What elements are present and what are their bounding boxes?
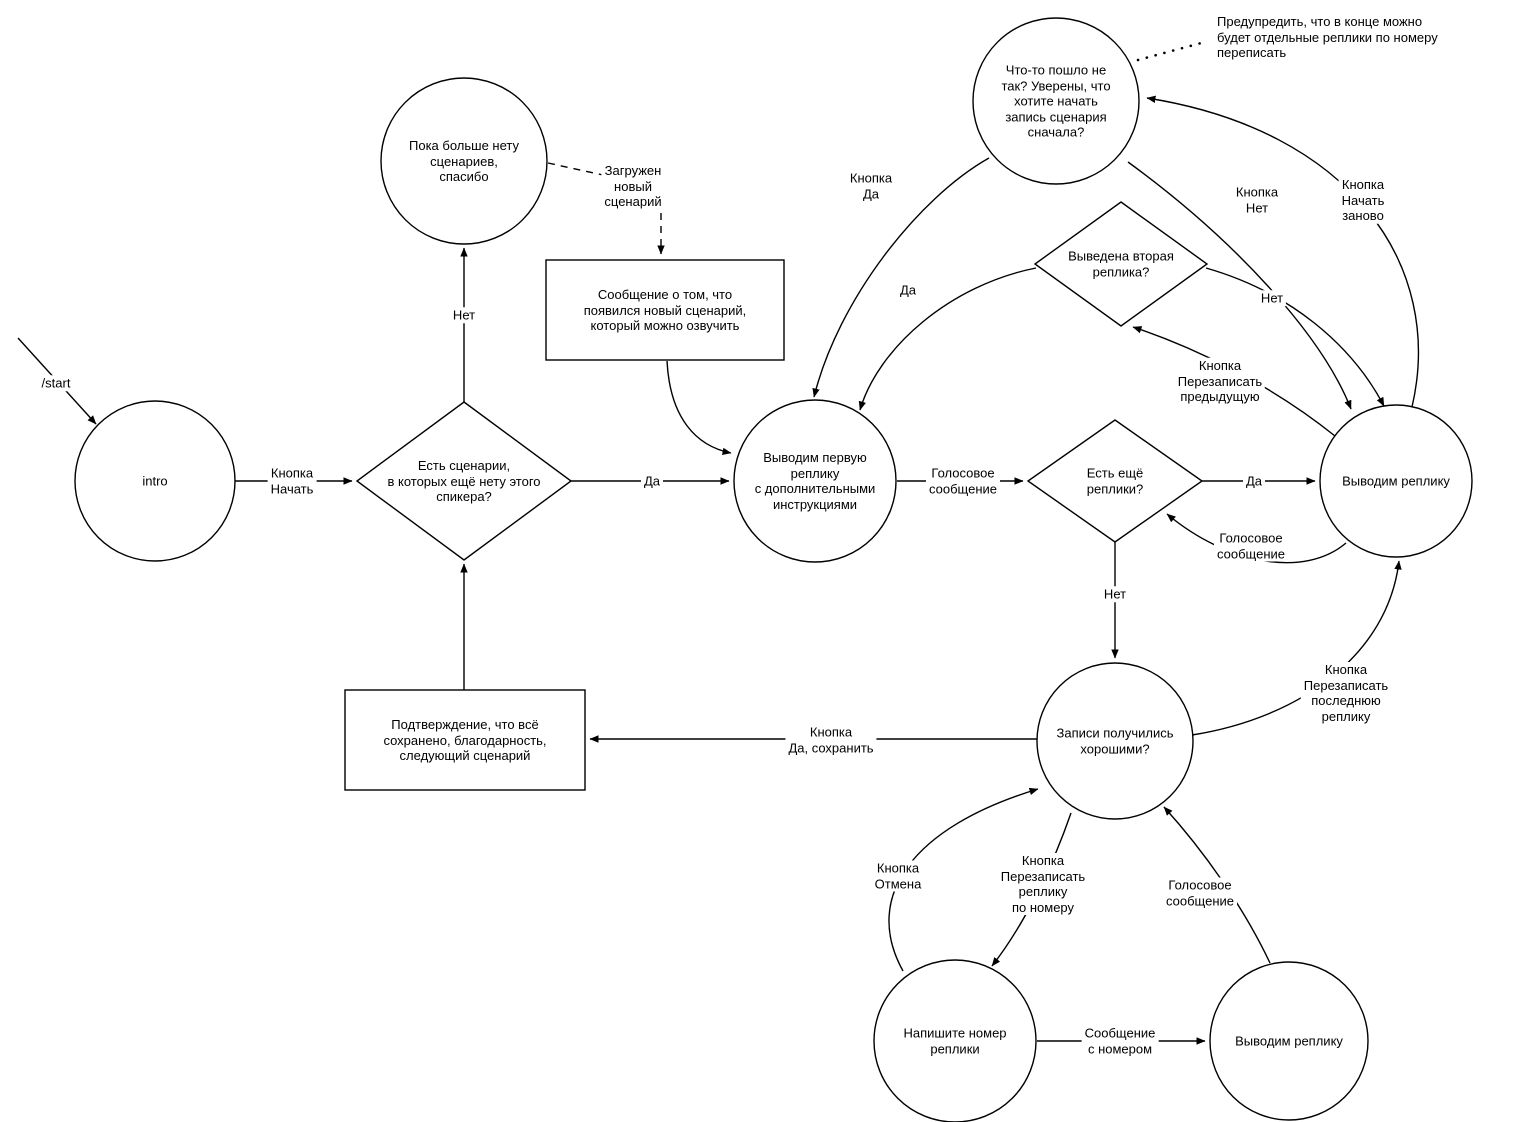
shapes-layer (74, 17, 1473, 1122)
node-has-scenarios (355, 401, 573, 561)
node-output-replica (1319, 404, 1473, 558)
edge-start-entry (17, 337, 97, 425)
edge-second-replica-no (1205, 267, 1385, 407)
node-output-replica-bottom (1209, 961, 1369, 1121)
node-second-replica-out (1033, 201, 1209, 327)
edge-cancel (888, 787, 1039, 972)
edge-restart-no (1127, 161, 1352, 410)
edge-rewrite-previous (1132, 326, 1336, 437)
edge-second-replica-yes (858, 267, 1037, 411)
edges-layer (17, 40, 1420, 1045)
node-new-scenario-message (545, 259, 785, 361)
edge-message-to-first-replica (666, 360, 732, 455)
edge-rewrite-last (1191, 560, 1402, 736)
edge-restart-yes (812, 157, 990, 398)
node-no-more-scenarios (380, 77, 548, 245)
node-more-replicas (1026, 419, 1204, 543)
edge-voice-to-records (1163, 806, 1271, 964)
node-first-replica (733, 399, 897, 563)
node-restart-confirm (972, 17, 1140, 185)
edge-output-to-more-voice (1166, 513, 1347, 564)
edge-note-link (1136, 40, 1207, 62)
node-records-good (1036, 662, 1194, 820)
edge-new-scenario-dashed-1 (547, 162, 604, 176)
node-intro (74, 400, 236, 562)
node-saved-confirmation (344, 689, 586, 791)
node-write-number (873, 959, 1037, 1122)
edge-rewrite-by-number (991, 812, 1072, 967)
